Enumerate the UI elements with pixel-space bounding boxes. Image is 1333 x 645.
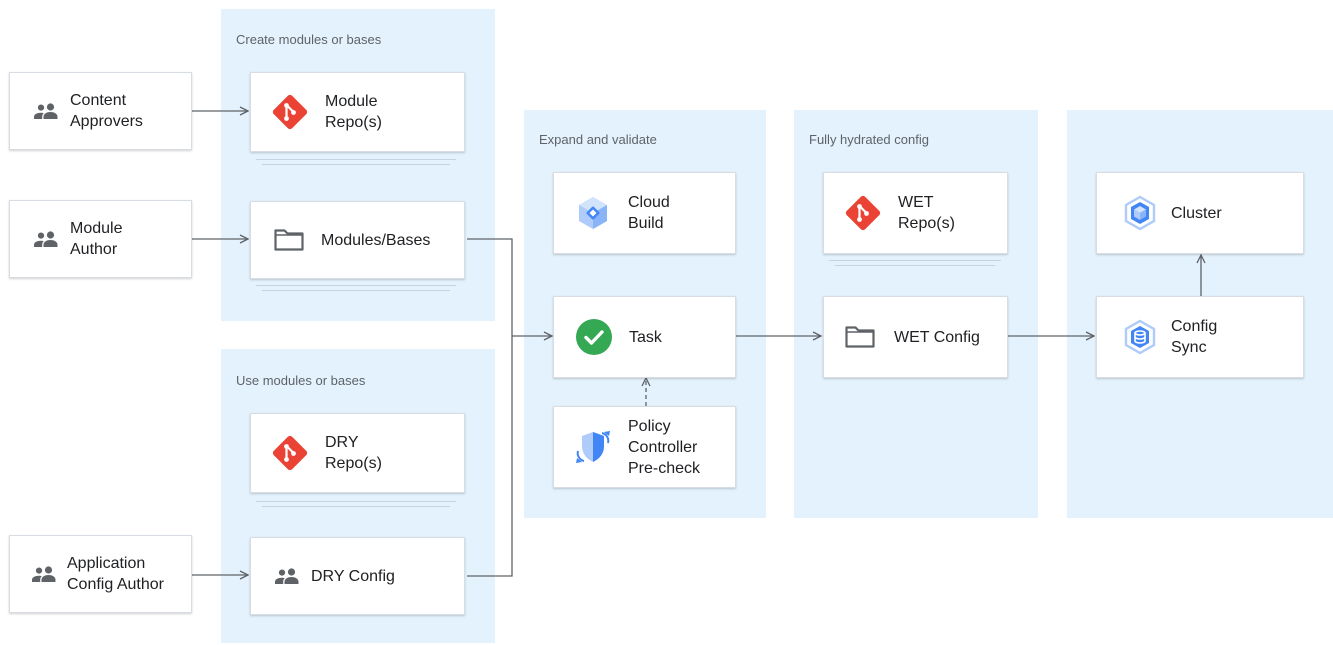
node-label: DRY Config xyxy=(311,567,395,585)
zone-title-use: Use modules or bases xyxy=(236,373,366,388)
node-dry-config[interactable]: DRY Config xyxy=(250,537,465,615)
node-label: Task xyxy=(629,328,662,346)
cloud-build-icon xyxy=(574,194,612,232)
node-modules-bases[interactable]: Modules/Bases xyxy=(250,201,465,279)
people-icon xyxy=(32,101,60,121)
node-wet-config[interactable]: WET Config xyxy=(823,296,1008,378)
node-label: WET Config xyxy=(894,328,980,346)
node-cluster[interactable]: Cluster xyxy=(1096,172,1304,254)
people-icon xyxy=(32,229,60,249)
git-icon xyxy=(844,194,882,232)
people-icon xyxy=(273,566,301,586)
zone-title-hydrated: Fully hydrated config xyxy=(809,132,929,147)
cluster-icon xyxy=(1122,195,1158,231)
git-icon xyxy=(271,93,309,131)
stack-line xyxy=(829,260,1001,261)
stack-line xyxy=(256,501,456,502)
node-task[interactable]: Task xyxy=(553,296,736,378)
stack-line xyxy=(262,506,450,507)
folder-icon xyxy=(844,324,876,350)
node-label: Modules/Bases xyxy=(321,231,431,249)
stack-line xyxy=(262,164,450,165)
zone-title-create: Create modules or bases xyxy=(236,32,382,47)
zone-title-expand: Expand and validate xyxy=(539,132,657,147)
stack-line xyxy=(256,285,456,286)
git-icon xyxy=(271,434,309,472)
policy-shield-icon xyxy=(574,427,612,467)
stack-line xyxy=(256,159,456,160)
edge-modules-to-task xyxy=(467,238,513,336)
stack-line xyxy=(262,290,450,291)
node-label: Cluster xyxy=(1171,204,1222,222)
stack-line xyxy=(835,265,995,266)
people-icon xyxy=(30,564,58,584)
check-circle-icon xyxy=(575,318,613,356)
config-sync-icon xyxy=(1122,319,1158,355)
folder-icon xyxy=(273,227,305,253)
edge-dry-config-to-task xyxy=(467,336,513,577)
